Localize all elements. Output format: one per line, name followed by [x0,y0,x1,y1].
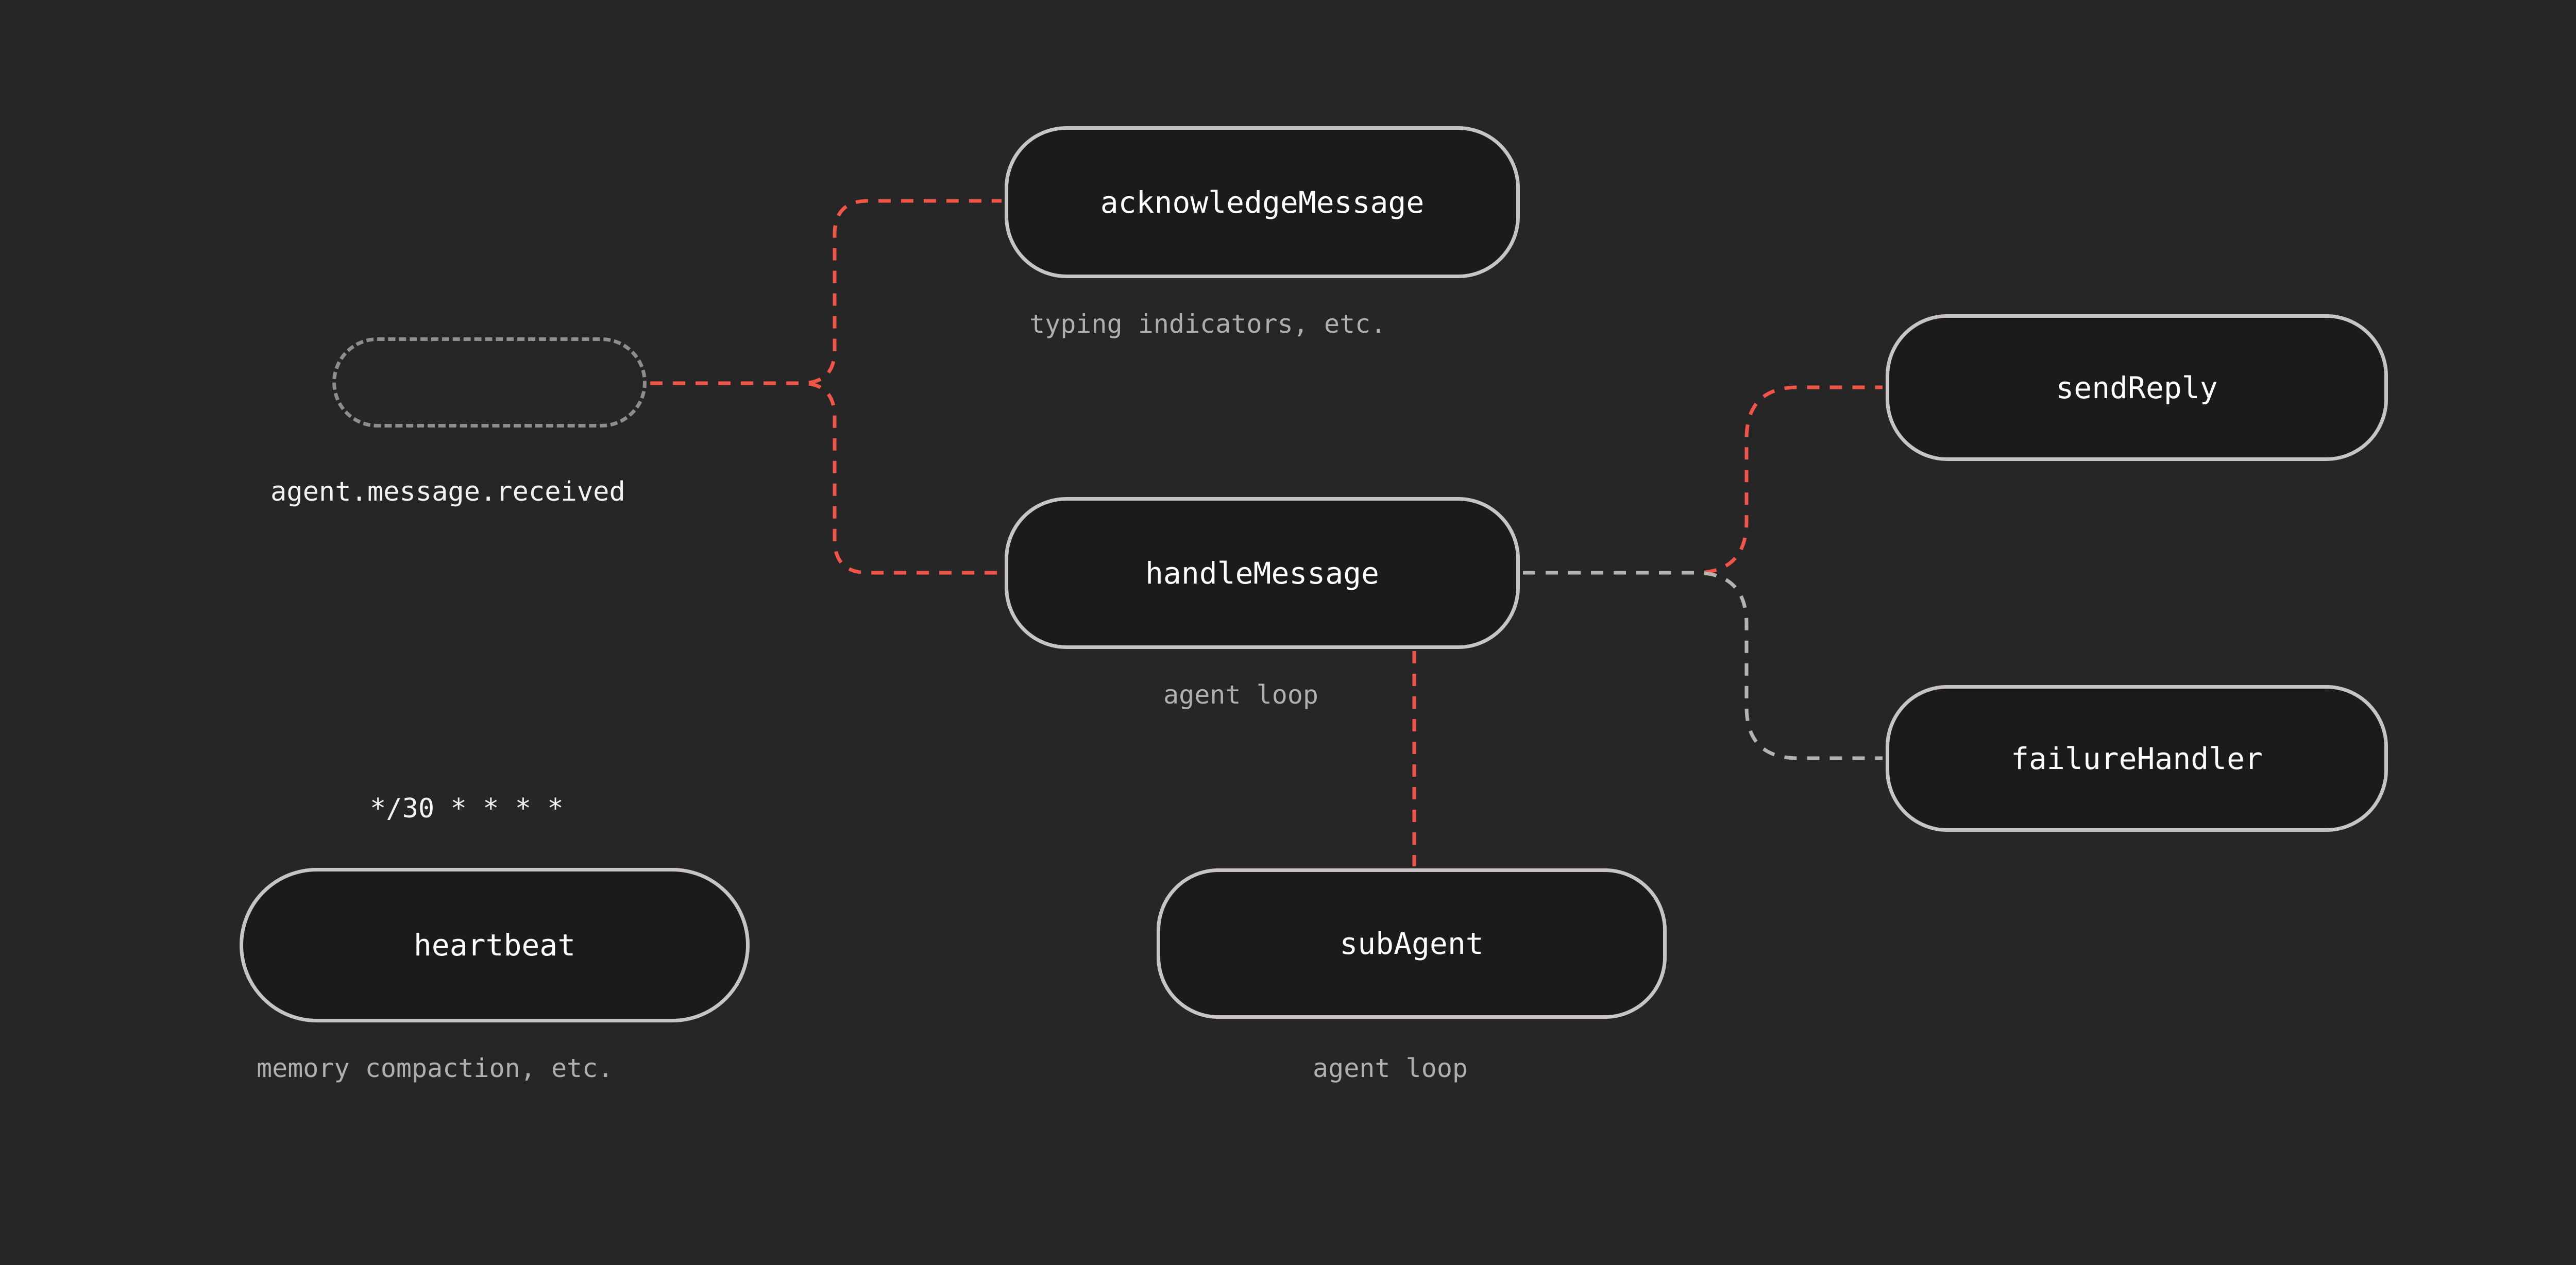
node-subAgent[interactable]: subAgent [1157,868,1667,1019]
caption-heartbeat: memory compaction, etc. [257,1053,614,1083]
label-cron-expression: */30 * * * * [370,793,564,824]
caption-acknowledgeMessage: typing indicators, etc. [1029,309,1386,339]
node-heartbeat[interactable]: heartbeat [240,868,750,1022]
node-sendReply[interactable]: sendReply [1886,314,2388,461]
caption-trigger: agent.message.received [270,476,625,507]
edge-handleMessage-to-failureHandler [1523,571,1883,760]
caption-subAgent: agent loop [1313,1053,1468,1083]
edge-trigger-to-acknowledgeMessage [650,199,1002,385]
node-trigger[interactable] [332,337,647,428]
edge-handleMessage-to-sendReply [1523,385,1883,575]
edge-trigger-to-handleMessage [650,381,1002,575]
node-acknowledgeMessage[interactable]: acknowledgeMessage [1005,126,1520,278]
node-label-subAgent: subAgent [1340,926,1484,961]
node-label-handleMessage: handleMessage [1145,555,1379,591]
node-label-sendReply: sendReply [2056,370,2218,405]
node-label-acknowledgeMessage: acknowledgeMessage [1100,184,1425,220]
node-label-failureHandler: failureHandler [2011,741,2263,776]
node-handleMessage[interactable]: handleMessage [1005,497,1520,649]
node-failureHandler[interactable]: failureHandler [1886,685,2388,832]
node-label-heartbeat: heartbeat [413,928,576,963]
caption-handleMessage: agent loop [1163,680,1319,710]
